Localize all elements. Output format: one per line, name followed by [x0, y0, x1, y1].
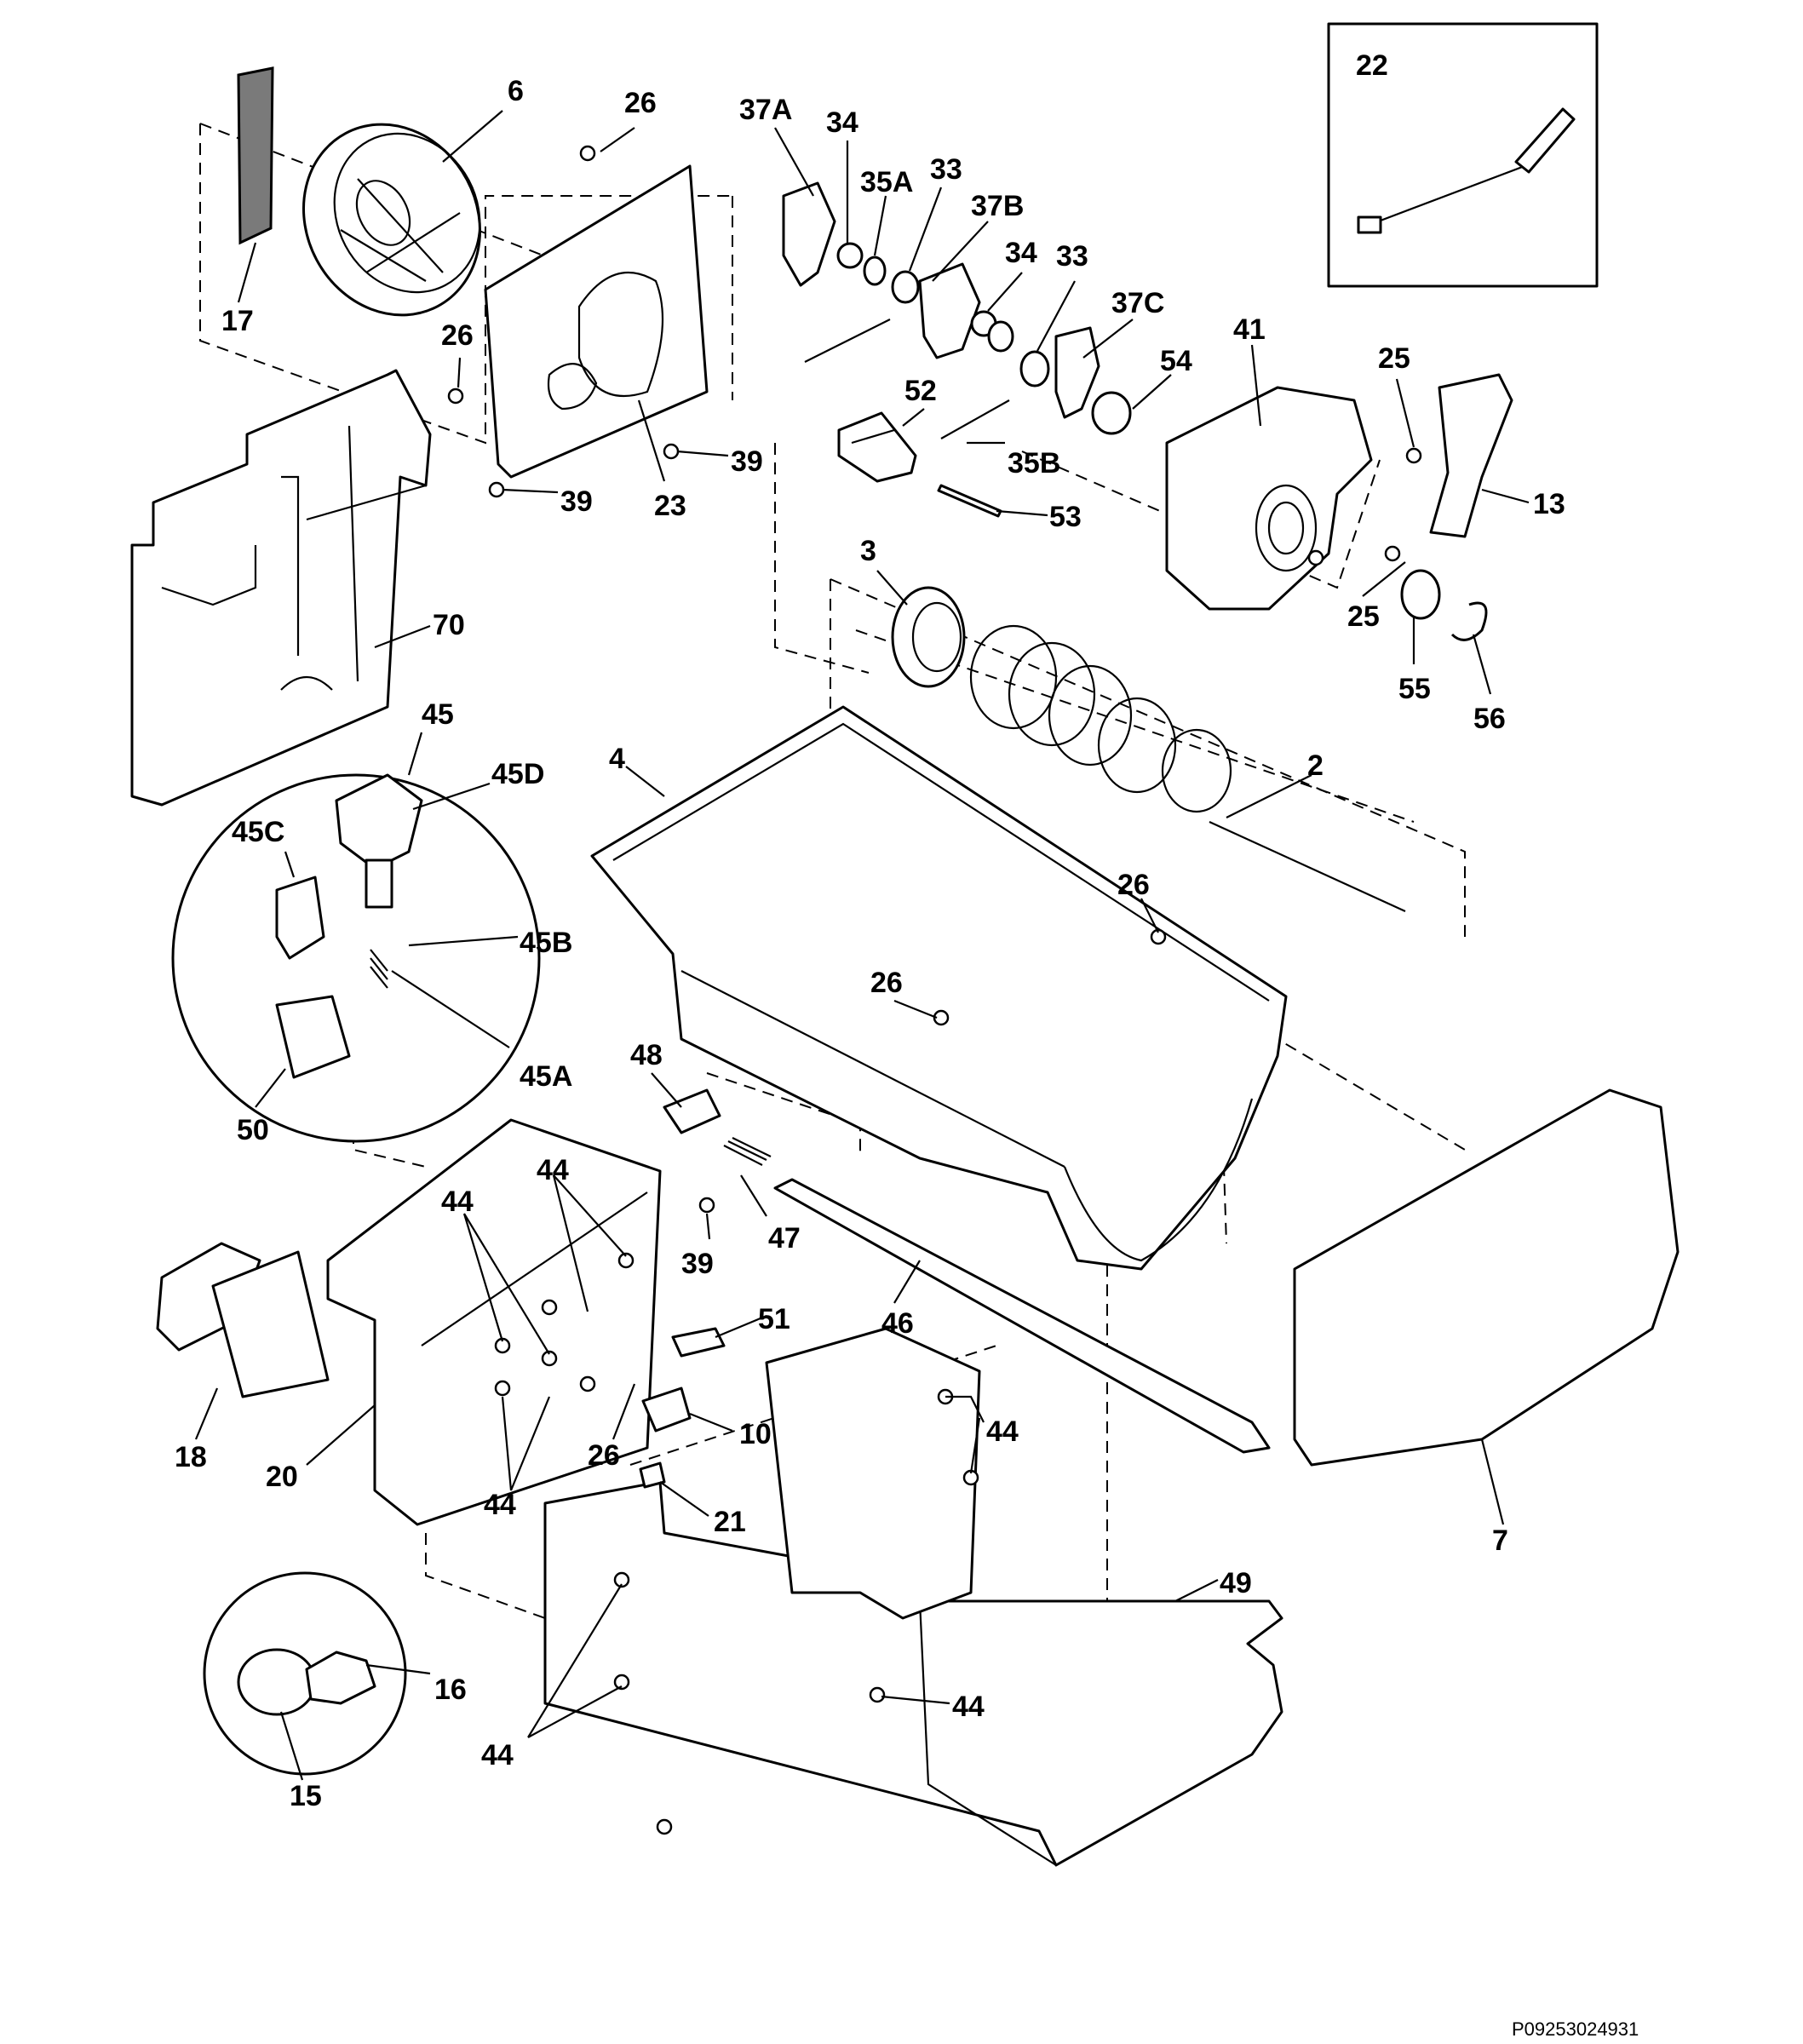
- callout-54: 54: [1160, 345, 1192, 377]
- callout-44-a: 44: [537, 1154, 569, 1186]
- screws: [447, 145, 1422, 1835]
- gear-cam-stack: [782, 181, 1132, 439]
- callout-41: 41: [1233, 313, 1266, 346]
- callout-34-b: 34: [1005, 237, 1037, 269]
- callout-56: 56: [1473, 703, 1506, 735]
- callout-6: 6: [508, 75, 524, 107]
- callout-18: 18: [175, 1441, 207, 1473]
- callout-4: 4: [609, 743, 625, 775]
- callout-21: 21: [714, 1506, 746, 1538]
- callout-45b: 45B: [520, 927, 572, 959]
- callout-15: 15: [290, 1780, 322, 1812]
- part-2-auger: [969, 624, 1406, 913]
- callout-70: 70: [433, 609, 465, 641]
- callout-48: 48: [630, 1039, 663, 1071]
- callout-44-c: 44: [986, 1415, 1019, 1448]
- part-6-auger-drum: [302, 123, 481, 317]
- callout-44-b: 44: [441, 1186, 474, 1218]
- callout-17: 17: [221, 305, 254, 337]
- part-3-bearing: [891, 586, 966, 688]
- callout-2: 2: [1307, 749, 1324, 782]
- detail-circle-bulb: [203, 1571, 407, 1776]
- callout-26-box: 26: [588, 1439, 620, 1472]
- callout-10: 10: [739, 1418, 772, 1450]
- callout-45a: 45A: [520, 1060, 572, 1093]
- part-23-mounting-plate: [484, 164, 709, 479]
- part-55-ring: [1400, 569, 1441, 620]
- part-13-deflector: [1429, 373, 1513, 538]
- callout-39-c: 39: [681, 1248, 714, 1280]
- callout-46: 46: [881, 1307, 914, 1340]
- callout-53: 53: [1049, 501, 1082, 533]
- callout-51: 51: [758, 1303, 790, 1335]
- callout-47: 47: [768, 1222, 801, 1255]
- callout-45c: 45C: [232, 816, 284, 848]
- detail-circle-45: [171, 773, 541, 1143]
- part-17-filter: [237, 66, 274, 245]
- callout-7: 7: [1492, 1524, 1508, 1557]
- part-70-housing: [130, 369, 432, 807]
- part-46-rod: [773, 1178, 1271, 1454]
- callout-20: 20: [266, 1461, 298, 1493]
- callout-33-b: 33: [1056, 240, 1088, 273]
- callout-39-b: 39: [731, 445, 763, 478]
- callout-55: 55: [1398, 673, 1431, 705]
- callout-45d: 45D: [491, 758, 544, 790]
- callout-37b: 37B: [971, 190, 1024, 222]
- part-bracket: [765, 1327, 981, 1620]
- callout-26-bucket-upper: 26: [1117, 869, 1150, 901]
- callout-52: 52: [904, 375, 937, 407]
- part-47-spring: [723, 1137, 772, 1166]
- callout-50: 50: [237, 1114, 269, 1146]
- callout-26-top: 26: [624, 87, 657, 119]
- callout-45: 45: [422, 698, 454, 731]
- callout-23: 23: [654, 490, 686, 522]
- callout-16: 16: [434, 1674, 467, 1706]
- callout-33-a: 33: [930, 153, 962, 186]
- part-53-pin: [937, 484, 1002, 518]
- part-4-ice-bucket: [590, 705, 1288, 1271]
- part-18-motor: [156, 1242, 330, 1398]
- leader-lines: [194, 110, 1530, 1781]
- callout-44-e: 44: [952, 1691, 985, 1723]
- callout-39-a: 39: [560, 485, 593, 518]
- part-48-bracket: [663, 1088, 721, 1134]
- callout-44-f: 44: [481, 1739, 514, 1771]
- callout-25-top: 25: [1378, 342, 1410, 375]
- callout-35b: 35B: [1008, 447, 1060, 479]
- part-7-front-cover: [1293, 1088, 1680, 1467]
- callout-37a: 37A: [739, 94, 792, 126]
- part-20-control-box: [326, 1118, 662, 1526]
- callout-34-a: 34: [826, 106, 858, 139]
- callout-3: 3: [860, 535, 876, 567]
- part-49-tray: [543, 1480, 1283, 1867]
- part-21-clip: [639, 1461, 666, 1489]
- callout-44-d: 44: [484, 1489, 516, 1521]
- part-52-solenoid: [837, 411, 917, 483]
- inset-part-22: 22: [1327, 22, 1599, 288]
- callout-26-left: 26: [441, 319, 474, 352]
- callout-37c: 37C: [1111, 287, 1164, 319]
- inset-label: 22: [1356, 49, 1388, 82]
- part-56-clip: [1450, 601, 1488, 641]
- callout-25-bottom: 25: [1347, 600, 1380, 633]
- callout-labels: 6 26 37A 34 35A 33 37B 34 33 37C 17 26 4…: [175, 75, 1565, 1812]
- catalog-code: P09253024931: [1512, 2018, 1639, 2040]
- part-10-switch: [641, 1387, 692, 1433]
- callout-35a: 35A: [860, 166, 913, 198]
- callout-49: 49: [1220, 1567, 1252, 1599]
- callout-13: 13: [1533, 488, 1565, 520]
- part-51-connector: [671, 1327, 726, 1358]
- callout-26-bucket-lower: 26: [870, 967, 903, 999]
